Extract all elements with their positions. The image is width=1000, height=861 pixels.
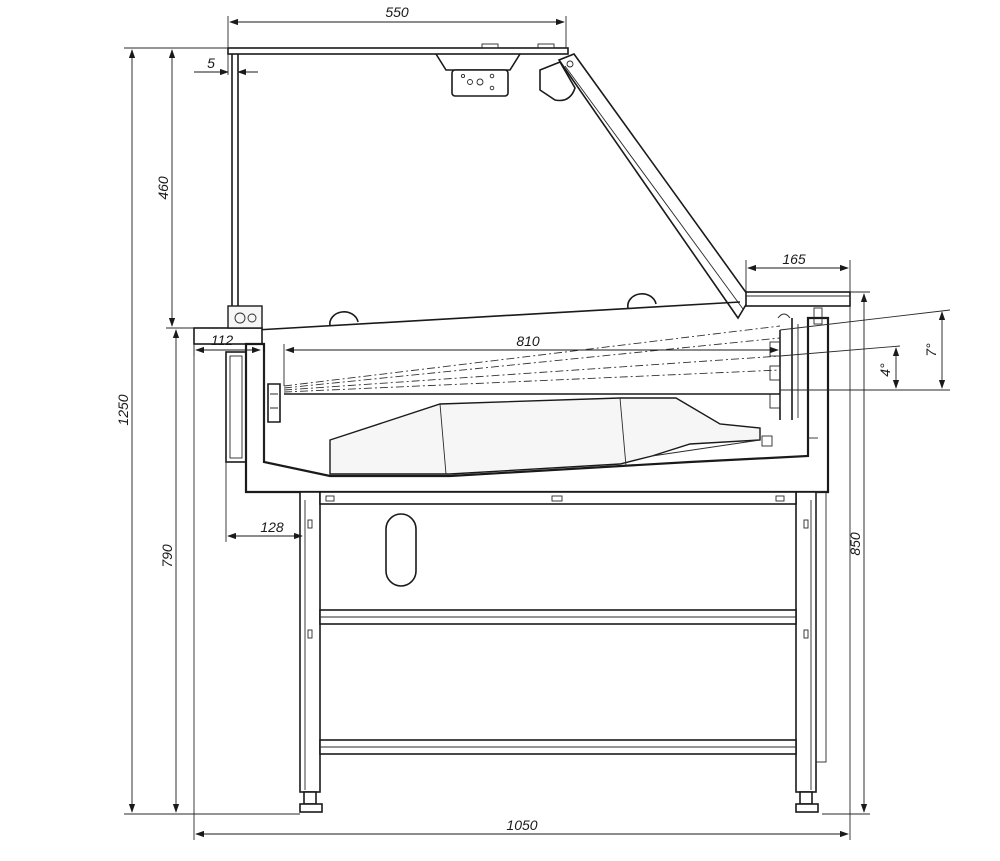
dim-leg-offset: 128 (260, 519, 284, 535)
product-shelf-positions (283, 325, 781, 395)
dim-glass-offset: 5 (207, 55, 215, 71)
front-sloped-glass (557, 53, 751, 320)
display-cabinet (193, 43, 851, 813)
dim-front-ledge: 112 (211, 332, 234, 348)
front-top-shelf (745, 291, 851, 307)
dim-top-width: 550 (385, 4, 409, 20)
dim-shelf-angle-large: 7° (923, 343, 939, 357)
canopy-hinge (539, 60, 576, 102)
dim-base-height: 790 (159, 544, 175, 568)
internal-duct (329, 397, 773, 475)
dim-total-height: 1250 (115, 394, 131, 425)
dim-total-width: 1050 (506, 817, 537, 833)
dim-counter-height: 850 (847, 532, 863, 556)
dim-shelf-angle-small: 4° (877, 363, 893, 377)
light-fixture (435, 53, 521, 97)
dim-top-shelf-width: 165 (782, 251, 806, 267)
dim-display-depth: 810 (516, 333, 540, 349)
rear-glass-panel (227, 54, 239, 312)
dimension-lines (124, 16, 951, 840)
base-stand (299, 491, 827, 813)
dim-upper-height: 460 (155, 176, 171, 200)
top-canopy (227, 47, 569, 55)
front-shelf-rails (769, 307, 823, 439)
dimension-labels: 550 5 460 1250 165 112 810 4° 7° 128 790… (115, 4, 939, 833)
